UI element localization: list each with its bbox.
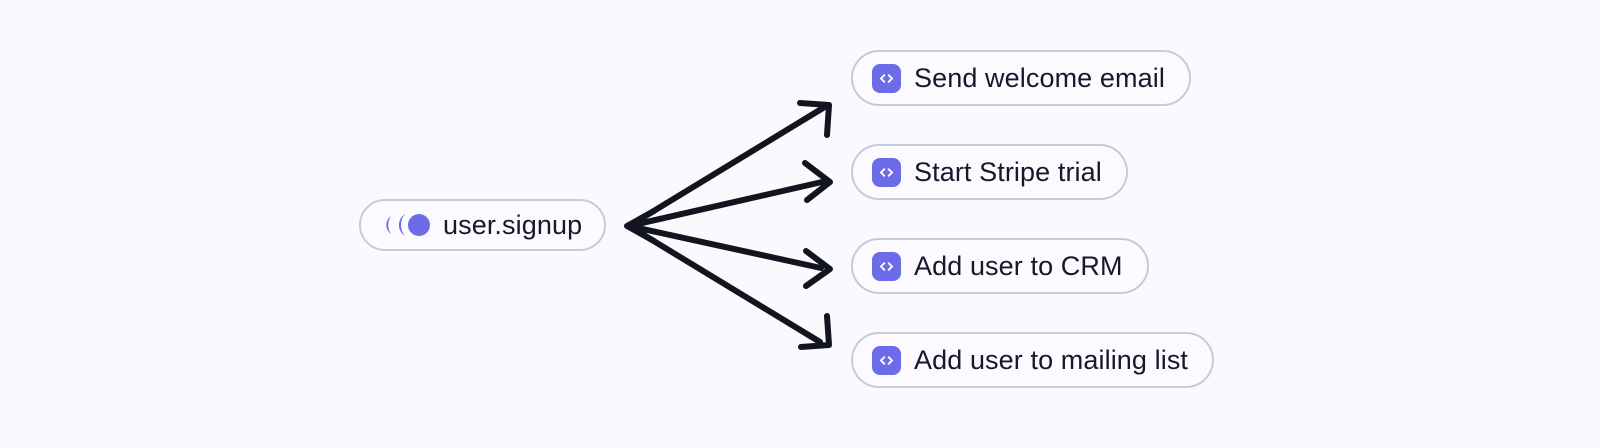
edge-arrowhead-2 [803, 248, 833, 289]
edge-arrowhead-3 [798, 313, 832, 350]
code-icon [872, 157, 901, 187]
action-node-label: Add user to CRM [914, 250, 1123, 281]
event-trigger-icon [381, 212, 431, 238]
edge-arrowhead-1 [802, 160, 833, 203]
action-node-add-user-to-mailing-list[interactable]: Add user to mailing list [851, 332, 1215, 388]
trigger-node-user-signup[interactable]: user.signup [359, 199, 607, 251]
edge-line-2 [626, 223, 824, 271]
edge-line-0 [626, 105, 826, 229]
edge-arrowhead-0 [797, 100, 832, 138]
code-icon [872, 63, 901, 93]
trigger-node-label: user.signup [443, 209, 583, 240]
action-node-add-user-to-crm[interactable]: Add user to CRM [851, 238, 1149, 294]
action-node-send-welcome-email[interactable]: Send welcome email [851, 50, 1191, 106]
code-icon [872, 345, 901, 375]
edge-line-3 [626, 223, 823, 345]
action-node-start-stripe-trial[interactable]: Start Stripe trial [851, 144, 1128, 200]
code-icon [872, 251, 901, 281]
action-node-label: Add user to mailing list [914, 344, 1189, 375]
action-node-label: Send welcome email [914, 62, 1165, 93]
edge-arrowhead-converge [624, 208, 657, 244]
edge-line-1 [626, 179, 825, 229]
action-node-label: Start Stripe trial [914, 156, 1102, 187]
